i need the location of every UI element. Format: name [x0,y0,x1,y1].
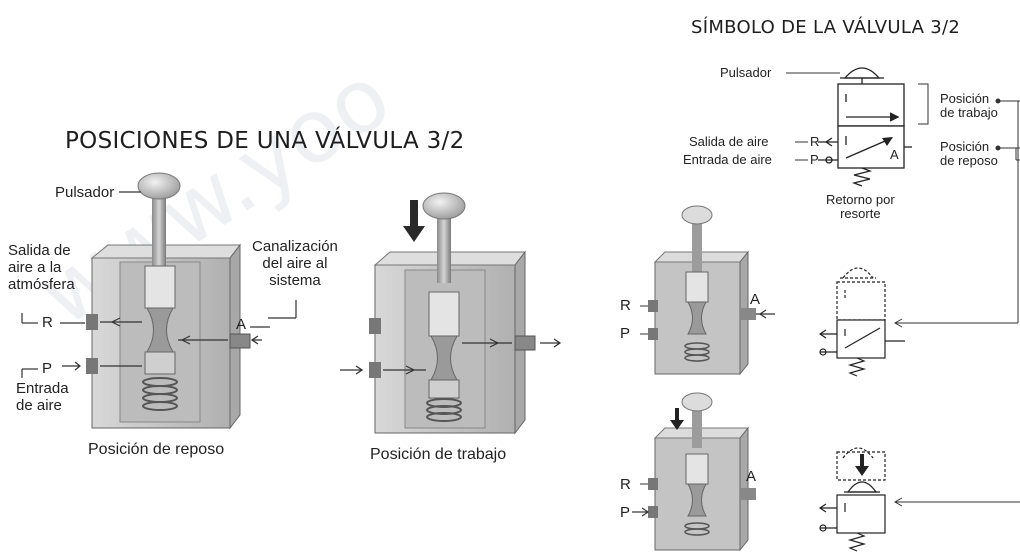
small-valve-trabajo [632,392,756,552]
symbol-reposo [818,267,905,377]
small-valve-reposo [640,205,775,376]
valve-trabajo [340,192,562,435]
label-canalizacion: Canalización del aire al sistema [252,238,338,289]
small-port-p1: P [620,325,631,342]
small-press-arrow-icon [670,408,684,430]
caption-posicion-reposo: Posición de reposo [88,441,225,458]
port-a-left: A [236,316,247,333]
valve-reposo [62,172,262,430]
label-pulsador-left: Pulsador [55,184,115,201]
press-arrow-icon [403,200,425,242]
symbol-label-pulsador: Pulsador [720,65,772,80]
symbol-port-r: R [810,134,820,149]
symbol-press-arrow-icon [855,454,869,476]
caption-posicion-trabajo: Posición de trabajo [370,446,507,463]
symbol-label-pos-reposo: Posición de reposo [940,139,998,168]
small-port-r2: R [620,476,631,493]
small-port-a2: A [746,468,757,485]
symbol-port-a: A [890,147,899,162]
valve-symbol-diagram [632,67,1020,552]
right-title: SÍMBOLO DE LA VÁLVULA 3/2 [691,17,961,38]
label-entrada-aire: Entrada de aire [16,380,69,414]
leader-lines-right [786,72,1020,507]
label-salida-aire: Salida de aire a la atmósfera [8,242,75,293]
symbol-main [818,67,912,187]
symbol-label-pos-trabajo: Posición de trabajo [940,91,998,120]
small-port-p2: P [620,504,631,521]
port-p-left: P [42,360,53,377]
valve-illustrations-left [21,172,562,435]
port-r-left: R [42,314,53,331]
symbol-label-retorno: Retorno por resorte [826,192,895,221]
symbol-label-salida: Salida de aire [689,134,769,149]
left-title: POSICIONES DE UNA VÁLVULA 3/2 [65,128,465,154]
symbol-trabajo [818,447,886,552]
small-port-a1: A [750,291,761,308]
leader-lines-left [21,191,297,378]
symbol-port-p: P [810,152,819,167]
small-port-r1: R [620,297,631,314]
symbol-label-entrada: Entrada de aire [683,152,772,167]
